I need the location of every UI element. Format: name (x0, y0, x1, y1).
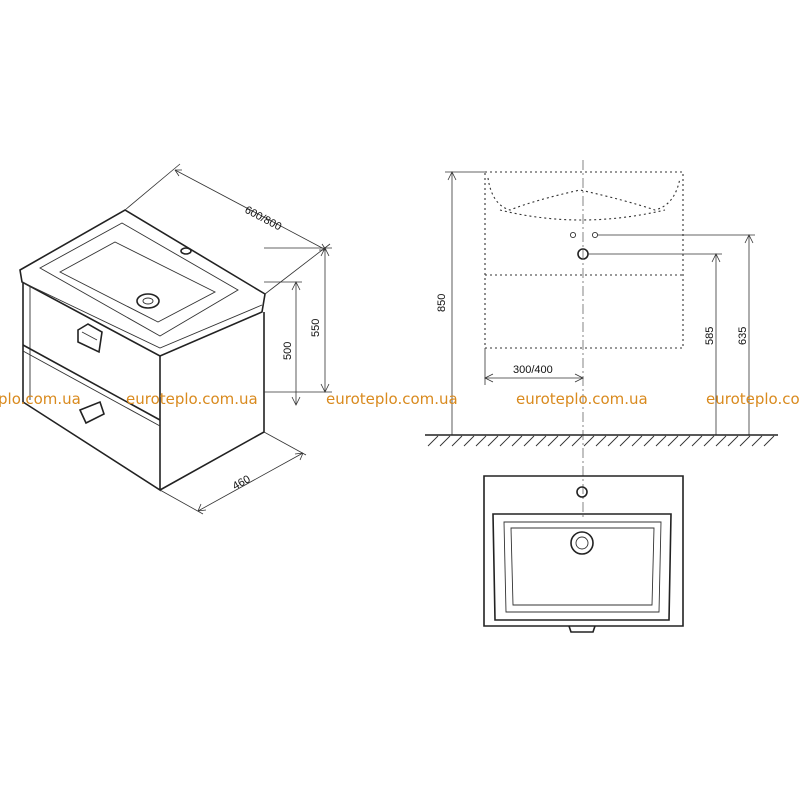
drawer-divider (22, 344, 161, 421)
top-tap-hole-icon (576, 486, 588, 498)
isometric-view: 600/800 550 500 460 (19, 163, 332, 515)
dim-offset-label: 300/400 (513, 364, 553, 376)
watermarks: plo.com.ua euroteplo.com.ua euroteplo.co… (0, 390, 800, 408)
drawer-handle-bottom-icon (78, 400, 105, 425)
watermark-text: euroteplo.com.ua (126, 390, 258, 408)
drawer-handle-top-icon (77, 323, 103, 354)
dim-height-total-label: 550 (310, 319, 322, 337)
dim-drain-label: 585 (704, 327, 716, 345)
basin-bowl-inner (59, 241, 216, 323)
supply-hole-left-icon (569, 231, 577, 239)
top-bowl-inner (510, 527, 655, 606)
dim-front-height-label: 850 (436, 294, 448, 312)
dim-supply-label: 635 (737, 327, 749, 345)
dim-width-label: 600/800 (243, 204, 284, 233)
watermark-text: euroteplo.com.ua (326, 390, 458, 408)
top-bowl-outer (492, 513, 672, 621)
cabinet-front (22, 283, 161, 492)
front-bowl-curve (487, 177, 681, 211)
dim-height-cabinet-label: 500 (282, 342, 294, 360)
basin-front-edge (21, 281, 263, 349)
front-elevation: 850 300/400 635 585 (425, 160, 778, 520)
top-view (483, 475, 684, 633)
top-overflow-tab (568, 625, 596, 633)
drawer-divider-inner (22, 350, 161, 427)
tap-hole-icon (180, 247, 192, 255)
floor-hatch (427, 435, 775, 447)
dim-depth-label: 460 (231, 473, 253, 492)
supply-hole-right-icon (591, 231, 599, 239)
drain-icon (136, 293, 160, 309)
drain-core (142, 297, 154, 305)
watermark-text: euroteplo.com.u (706, 390, 800, 408)
front-outline-dashed (484, 171, 684, 349)
basin-top-outline (19, 209, 266, 357)
basin-bowl-rim (39, 222, 239, 337)
watermark-text: plo.com.ua (0, 390, 81, 408)
top-view-outline (483, 475, 684, 627)
top-bowl-mid (503, 521, 662, 613)
top-drain-icon (570, 531, 594, 555)
watermark-text: euroteplo.com.ua (516, 390, 648, 408)
